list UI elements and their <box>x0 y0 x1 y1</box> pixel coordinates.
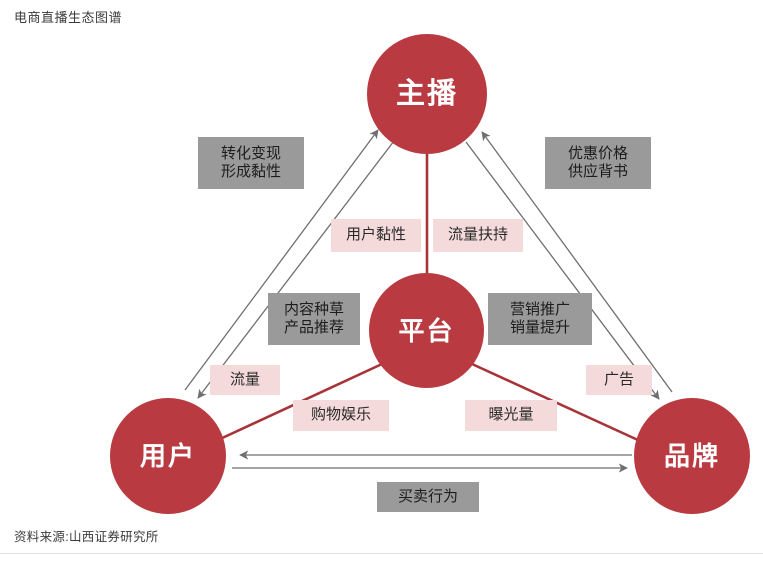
footer-divider <box>0 553 763 554</box>
tag-shopping-line1: 购物娱乐 <box>310 406 371 424</box>
tag-price-line2: 供应背书 <box>567 163 628 180</box>
node-user[interactable]: 用户 <box>110 398 226 514</box>
node-platform[interactable]: 平台 <box>369 273 484 388</box>
tag-ad-line1: 广告 <box>603 370 634 388</box>
tag-conversion[interactable]: 转化变现 形成黏性 <box>198 137 304 189</box>
tag-exposure[interactable]: 曝光量 <box>465 400 557 431</box>
tag-marketing-line2: 销量提升 <box>509 319 570 336</box>
tag-traffic-line1: 流量 <box>229 370 260 388</box>
tag-content[interactable]: 内容种草 产品推荐 <box>268 293 360 345</box>
source-note: 资料来源:山西证券研究所 <box>14 530 159 544</box>
tag-shopping[interactable]: 购物娱乐 <box>293 400 389 431</box>
tag-marketing-line1: 营销推广 <box>509 300 570 318</box>
tag-conversion-line1: 转化变现 <box>220 144 281 162</box>
tag-price[interactable]: 优惠价格 供应背书 <box>545 137 651 189</box>
tag-traffic-support[interactable]: 流量扶持 <box>433 219 523 252</box>
node-anchor[interactable]: 主播 <box>367 34 487 154</box>
tag-exposure-line1: 曝光量 <box>488 406 534 424</box>
node-user-label: 用户 <box>139 441 196 471</box>
tag-content-line1: 内容种草 <box>283 300 344 318</box>
tag-traffic-support-line1: 流量扶持 <box>447 226 508 244</box>
tag-marketing[interactable]: 营销推广 销量提升 <box>488 293 592 345</box>
tag-stickiness-line1: 用户黏性 <box>345 226 406 244</box>
tag-traffic[interactable]: 流量 <box>210 365 280 395</box>
node-platform-label: 平台 <box>398 315 455 346</box>
tag-trade[interactable]: 买卖行为 <box>377 482 479 512</box>
tag-ad[interactable]: 广告 <box>586 365 652 395</box>
node-brand[interactable]: 品牌 <box>634 398 750 514</box>
node-brand-label: 品牌 <box>663 441 720 471</box>
tag-trade-line1: 买卖行为 <box>397 487 458 505</box>
page-title: 电商直播生态图谱 <box>14 10 123 25</box>
tag-content-line2: 产品推荐 <box>283 319 344 336</box>
tag-conversion-line2: 形成黏性 <box>220 163 281 180</box>
tag-stickiness[interactable]: 用户黏性 <box>331 219 421 252</box>
tag-price-line1: 优惠价格 <box>567 144 628 162</box>
node-anchor-label: 主播 <box>395 77 458 110</box>
